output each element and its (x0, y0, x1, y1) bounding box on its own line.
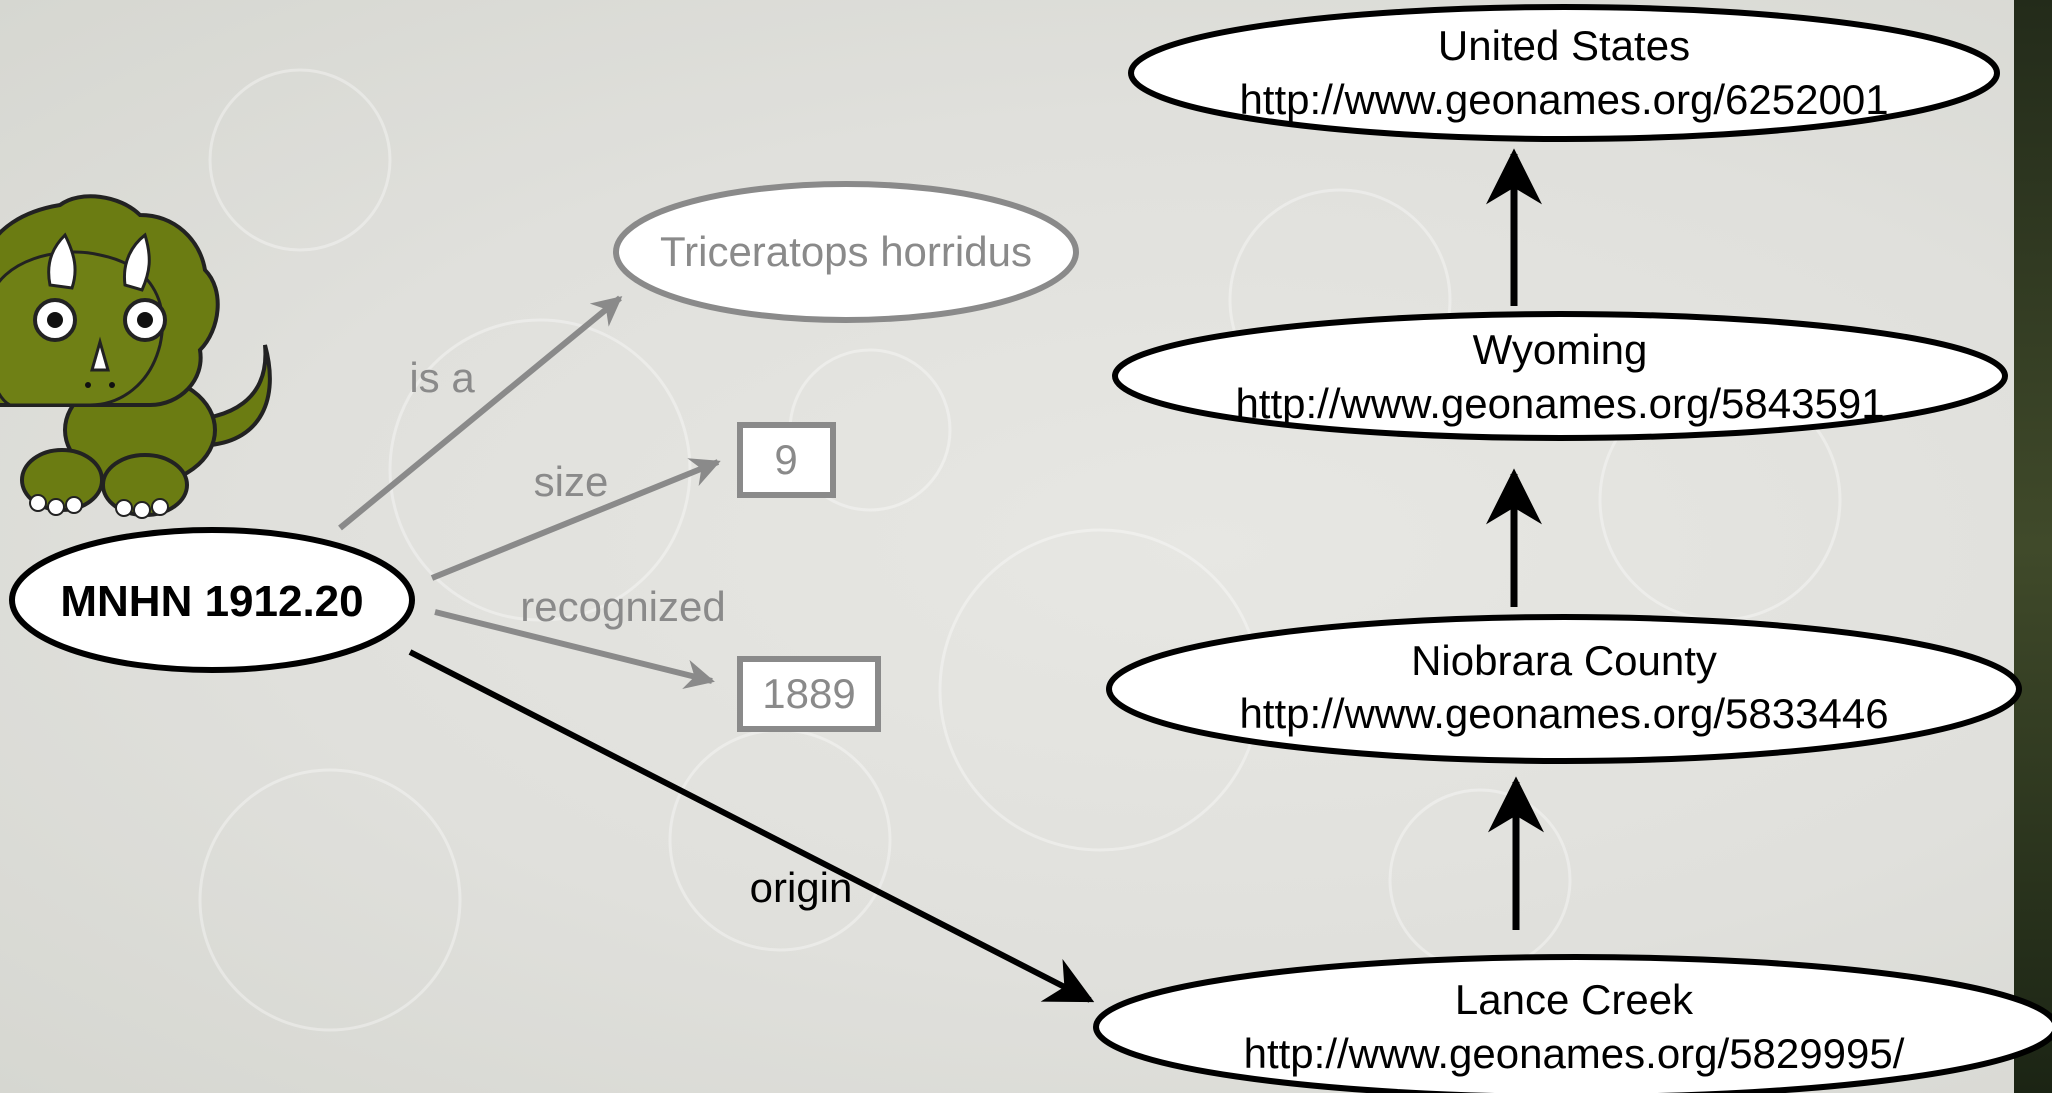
triceratops-mascot-icon (0, 194, 272, 519)
edge-label-is-a: is a (409, 354, 475, 401)
place-uri: http://www.geonames.org/6252001 (1239, 76, 1888, 123)
place-name: Niobrara County (1411, 637, 1717, 684)
node-subject: MNHN 1912.20 (9, 527, 415, 673)
edge-label-size: size (534, 458, 609, 505)
node-species-label: Triceratops horridus (660, 228, 1032, 275)
node-place-united-states: United States http://www.geonames.org/62… (1128, 4, 2000, 142)
edge-label-origin: origin (750, 864, 853, 911)
place-name: Lance Creek (1455, 976, 1694, 1023)
place-name: Wyoming (1473, 326, 1648, 373)
literal-recognized-value: 1889 (762, 670, 855, 717)
place-name: United States (1438, 22, 1690, 69)
literal-size-value: 9 (774, 436, 797, 483)
place-uri: http://www.geonames.org/5833446 (1239, 690, 1888, 737)
literal-recognized: 1889 (737, 656, 881, 732)
node-place-wyoming: Wyoming http://www.geonames.org/5843591 (1112, 311, 2008, 441)
literal-size: 9 (737, 422, 836, 498)
place-uri: http://www.geonames.org/5843591 (1235, 380, 1884, 427)
node-place-niobrara-county: Niobrara County http://www.geonames.org/… (1106, 614, 2022, 764)
edge-is-a (338, 295, 623, 531)
node-place-lance-creek: Lance Creek http://www.geonames.org/5829… (1093, 954, 2052, 1093)
place-uri: http://www.geonames.org/5829995/ (1244, 1030, 1905, 1077)
edge-recognized (434, 609, 715, 690)
background-foliage-right (2012, 0, 2052, 1093)
edge-origin (408, 649, 1095, 1003)
edge-label-recognized: recognized (520, 583, 725, 630)
node-species: Triceratops horridus (613, 181, 1079, 323)
edge-size (430, 458, 721, 581)
node-subject-label: MNHN 1912.20 (60, 577, 363, 626)
